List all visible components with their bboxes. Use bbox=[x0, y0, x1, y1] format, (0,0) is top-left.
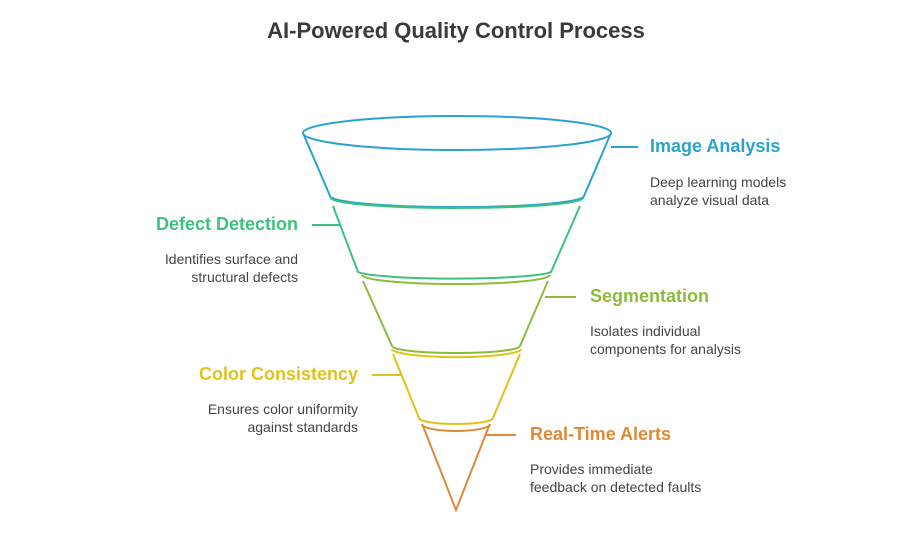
funnel-stage-real-time-alerts bbox=[421, 423, 516, 513]
funnel-stage-image-analysis bbox=[302, 115, 638, 209]
stage-3-rim bbox=[361, 274, 551, 285]
stage-desc-segmentation: Isolates individual components for analy… bbox=[590, 322, 741, 358]
stage-label-defect-detection: Defect Detection bbox=[155, 214, 298, 234]
page-title: AI-Powered Quality Control Process bbox=[267, 18, 645, 43]
stage-desc-defect-detection: Identifies surface and structural defect… bbox=[165, 250, 298, 286]
stage-1-rim bbox=[302, 115, 612, 151]
stage-5-rim bbox=[421, 423, 491, 432]
desc-line: against standards bbox=[247, 419, 358, 435]
desc-line: feedback on detected faults bbox=[530, 479, 702, 495]
stage-2-rim bbox=[330, 197, 584, 209]
desc-line: analyze visual data bbox=[650, 192, 770, 208]
stage-desc-color-consistency: Ensures color uniformity against standar… bbox=[208, 400, 358, 436]
desc-line: structural defects bbox=[191, 269, 298, 285]
stage-4-rim bbox=[391, 348, 522, 359]
desc-line: Ensures color uniformity bbox=[207, 401, 358, 417]
stage-2-body bbox=[332, 205, 581, 280]
stage-label-segmentation: Segmentation bbox=[590, 286, 710, 306]
funnel-stage-color-consistency bbox=[372, 348, 522, 425]
desc-line: Provides immediate bbox=[530, 461, 653, 477]
desc-line: Identifies surface and bbox=[164, 251, 298, 267]
stage-label-real-time-alerts: Real-Time Alerts bbox=[530, 424, 672, 444]
desc-line: Isolates individual bbox=[590, 323, 701, 339]
stage-desc-real-time-alerts: Provides immediate feedback on detected … bbox=[530, 460, 701, 496]
stage-label-color-consistency: Color Consistency bbox=[198, 364, 358, 384]
desc-line: Deep learning models bbox=[650, 174, 787, 190]
stage-label-image-analysis: Image Analysis bbox=[650, 136, 781, 156]
stage-3-body bbox=[362, 280, 549, 354]
stage-desc-image-analysis: Deep learning models analyze visual data bbox=[650, 173, 786, 209]
desc-line: components for analysis bbox=[590, 341, 741, 357]
funnel-stage-defect-detection bbox=[312, 197, 584, 280]
stage-5-body bbox=[422, 425, 490, 513]
stage-4-body bbox=[392, 353, 521, 425]
funnel-stage-segmentation bbox=[361, 274, 576, 354]
